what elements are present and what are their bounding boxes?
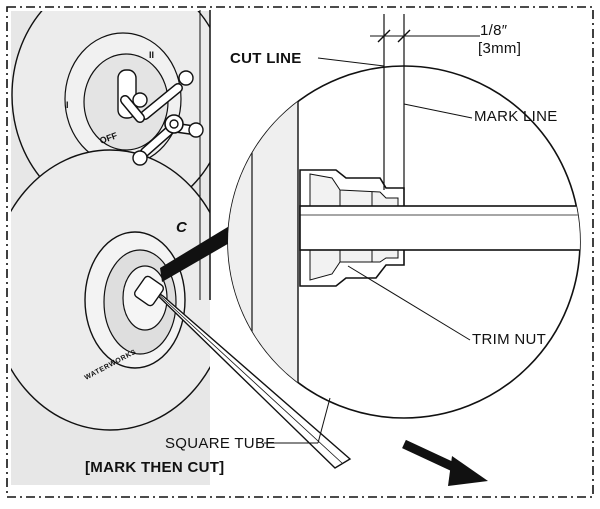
trim-nut-label: TRIM NUT [472, 331, 546, 348]
dimension-metric: [3mm] [478, 40, 521, 57]
square-tube-label: SQUARE TUBE [165, 435, 276, 452]
valve-mark-two: II [149, 50, 154, 60]
dimension-lines [370, 14, 480, 190]
valve-trim-panel [11, 11, 210, 485]
dimension-imperial: 1/8″ [480, 22, 508, 39]
mark-line-label: MARK LINE [474, 108, 558, 125]
detail-callout-wedge [160, 222, 238, 282]
valve-mark-one: I [66, 100, 69, 110]
cross-handle-icon [117, 69, 204, 166]
square-tube [133, 275, 352, 469]
valve-mark-cold: C [176, 219, 188, 236]
pull-direction-arrow-icon [402, 439, 488, 486]
cut-line-label: CUT LINE [230, 50, 302, 67]
detail-tube [299, 205, 580, 251]
diagram-frame [6, 6, 594, 498]
instruction-label: [MARK THEN CUT] [85, 459, 224, 476]
detail-magnifier [227, 65, 581, 419]
